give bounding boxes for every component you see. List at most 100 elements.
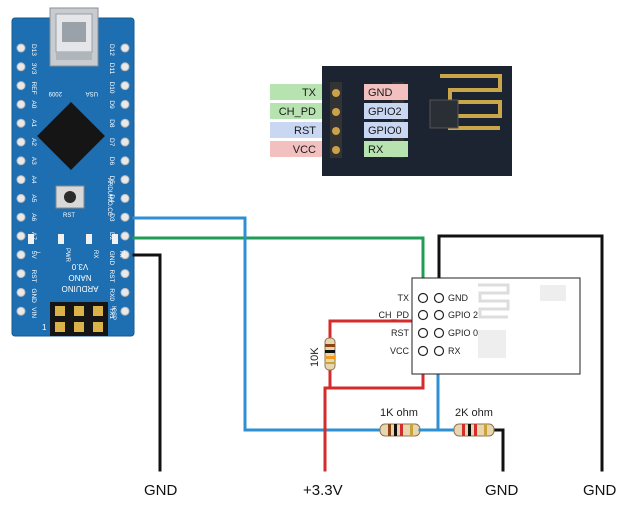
esp-photo-pin [332,108,340,116]
led-label-pwr: PWR [64,248,70,263]
wire-green-tx [132,236,425,300]
wire-blue-rx [132,216,382,432]
pin-hole-left [16,81,26,91]
right-pin-holes [120,43,130,316]
led-l [28,234,34,244]
board-name-nano: NANO [68,273,91,282]
esp-left-tag-label: CH_PD [279,106,316,118]
pin-label-right-6: D6 [108,157,115,166]
pin-label-left-0: D13 [30,44,37,56]
esp-schem-pin-right [433,327,445,339]
pin-hole-left [16,250,26,260]
gnd-label-divider: GND [485,482,519,499]
esp-schem-label-left: CH_PD [378,310,409,320]
esp-schematic-antenna [478,283,510,319]
esp-chip [429,99,459,129]
pin-label-left-14: VIN [30,307,37,318]
esp-schem-pin-left [417,345,429,357]
esp-schem-label-left: TX [397,293,409,303]
board-name-arduino: ARDUINO [62,284,99,293]
pin-hole-right [120,175,130,185]
esp-photo-left-tags: TX CH_PD RST VCC [270,84,322,157]
pin-hole-left [16,43,26,53]
pin-label-right-1: D11 [108,63,115,75]
esp-right-tag [364,122,408,138]
pin-label-right-4: D8 [108,119,115,128]
esp-right-tag-label: RX [368,144,384,156]
esp-schem-pin-right [433,309,445,321]
pin-label-left-3: A0 [30,100,37,108]
resistor-10k [324,337,336,371]
pin-hole-left [16,99,26,109]
pin-label-left-13: GND [30,288,37,303]
pin-hole-left [16,118,26,128]
pin-label-right-12: RST [108,270,115,283]
wire-red-chpd [328,319,425,340]
resistor-2k-label: 2K ohm [455,407,493,419]
pin-hole-right [120,269,130,279]
pin-label-right-14: TX1 [108,307,115,319]
pin-hole-left [16,231,26,241]
esp-schem-pin-right [433,292,445,304]
pin-hole-left [16,269,26,279]
rst-button-label: RST [63,213,75,219]
pin-label-right-3: D9 [108,100,115,109]
pin-hole-right [120,250,130,260]
pin-label-left-12: RST [30,270,37,283]
esp-right-tag [364,103,408,119]
pin-label-right-5: D7 [108,138,115,147]
pin-label-right-10: D2 [108,232,115,241]
pin-hole-left [16,62,26,72]
esp-left-tag-label: TX [302,87,317,99]
pin-label-left-9: A6 [30,213,37,221]
esp-right-tag-label: GPIO0 [368,125,402,137]
pin-label-left-5: A2 [30,138,37,146]
pin-label-left-7: A4 [30,176,37,184]
esp-left-tag [270,122,322,138]
pin-hole-right [120,287,130,297]
resistor-1k-label: 1K ohm [380,407,418,419]
pin-label-right-13: RX0 [108,288,115,301]
led-label-rx: RX [92,250,98,258]
pin-label-right-2: D10 [108,82,115,94]
icsp-label: ICSP [110,306,116,320]
board-version: V3.0 [71,262,88,271]
pin-label-right-9: D3 [108,213,115,222]
esp-schem-label-right: GPIO 2 [448,310,478,320]
esp-right-tag-label: GPIO2 [368,106,402,118]
left-pin-labels: D133V3REFA0A1A2A3A4A5A6A75VRSTGNDVIN [30,44,37,318]
esp-left-tag [270,84,322,100]
reset-button [55,185,85,209]
pin-label-right-8: D4 [108,194,115,203]
led-label-tx: TX [118,250,124,258]
esp-schem-pin-left [417,292,429,304]
year-text: 2009 [48,90,62,96]
pin-hole-right [120,231,130,241]
pin-hole-left [16,137,26,147]
pin-hole-right [120,306,130,316]
resistor-10k-label: 10K [309,347,321,367]
usb-connector [49,7,99,67]
left-pin-holes [16,43,26,316]
vcc-supply-label: +3.3V [303,482,343,499]
pin-label-left-8: A5 [30,194,37,202]
pin-hole-left [16,193,26,203]
esp-right-tag [364,84,408,100]
gnd-label-esp: GND [583,482,617,499]
esp-schem-label-left: VCC [390,346,410,356]
esp-left-tag [270,103,322,119]
wire-black-gnd-arduino [132,253,162,472]
esp-schem-label-right: GPIO 0 [448,328,478,338]
gnd-label-arduino: GND [144,482,178,499]
esp-left-tag-label: VCC [293,144,316,156]
pin-hole-right [120,156,130,166]
pin-hole-right [120,81,130,91]
esp-left-tag-label: RST [294,125,316,137]
pin-label-right-0: D12 [108,44,115,56]
pin-hole-right [120,118,130,128]
pin-hole-left [16,287,26,297]
resistor-2k [453,423,495,437]
